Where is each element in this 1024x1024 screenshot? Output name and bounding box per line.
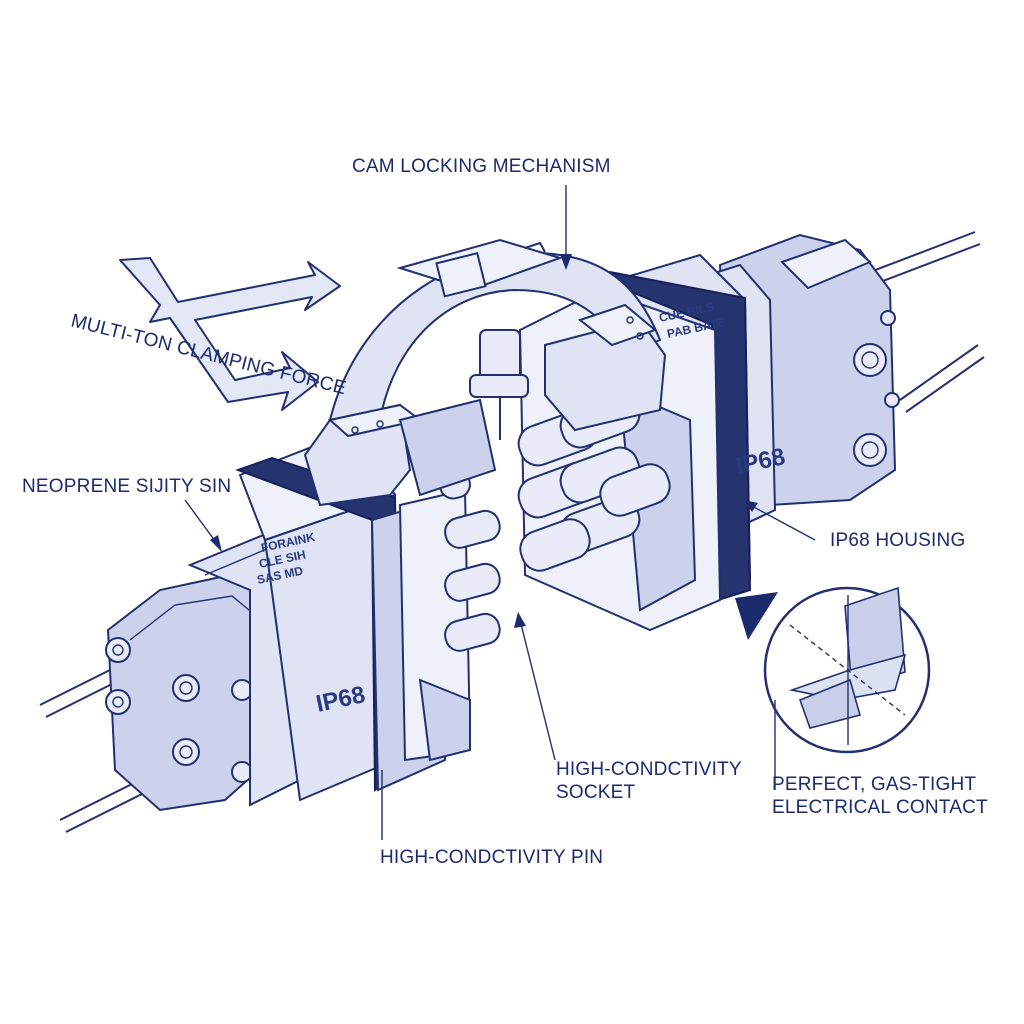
contact-label-line1: PERFECT, GAS-TIGHT bbox=[772, 774, 976, 795]
neoprene-seal-label: NEOPRENE SIJITY SIN bbox=[22, 476, 231, 497]
contact-label-line2: ELECTRICAL CONTACT bbox=[772, 797, 988, 818]
socket-label-line1: HIGH-CONDCTIVITY bbox=[556, 759, 742, 780]
cam-locking-label: CAM LOCKING MECHANISM bbox=[352, 156, 611, 177]
pin-label: HIGH-CONDCTIVITY PIN bbox=[380, 847, 603, 868]
clamping-force-label: MULTI-TON CLAMPING FORCE bbox=[69, 310, 348, 399]
socket-label-line2: SOCKET bbox=[556, 782, 636, 803]
right-receptacle: IP68 CUE BILS PAB BATE bbox=[517, 233, 900, 632]
contact-detail-callout bbox=[735, 586, 931, 754]
ip68-housing-label: IP68 HOUSING bbox=[830, 530, 965, 551]
cam-lock-clamp bbox=[303, 238, 667, 507]
right-cables bbox=[869, 231, 985, 413]
leader-lines bbox=[184, 185, 816, 840]
clamping-force-arrows bbox=[119, 257, 341, 411]
